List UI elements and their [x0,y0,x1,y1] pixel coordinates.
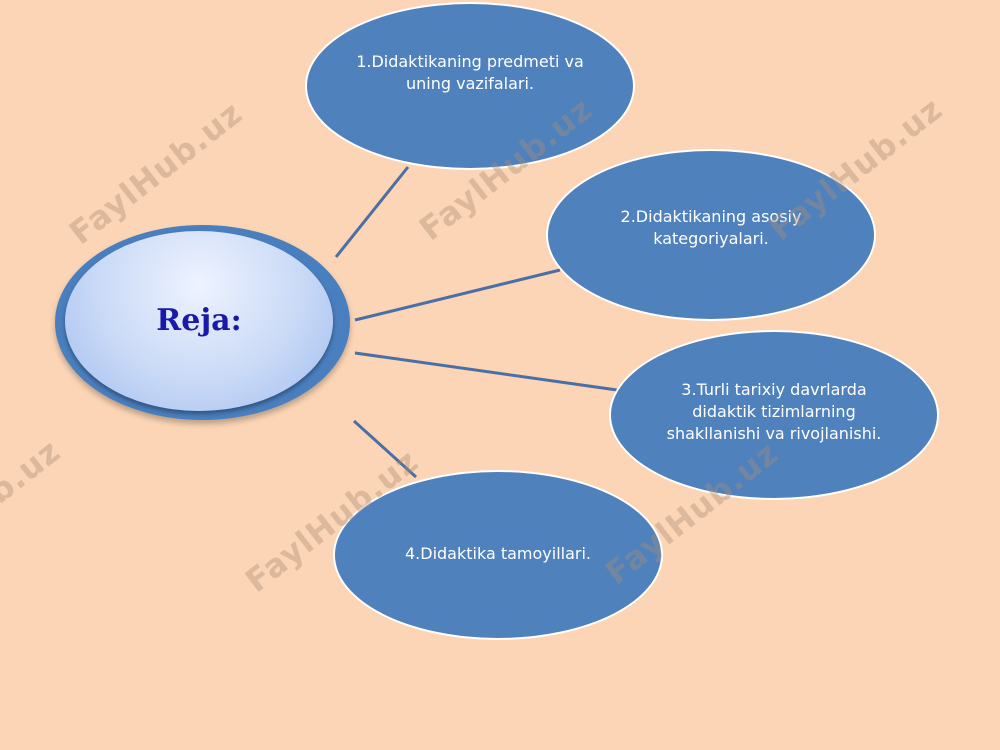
topic-node-1: 1.Didaktikaning predmeti va uning vazifa… [305,2,635,170]
topic-label-3: 3.Turli tarixiy davrlarda didaktik tizim… [666,380,882,443]
center-node-inner: Reja: [65,231,333,411]
connector-3 [354,351,618,392]
connector-4 [352,419,418,479]
center-label: Reja: [156,303,242,338]
topic-node-3: 3.Turli tarixiy davrlarda didaktik tizim… [609,330,939,500]
topic-node-4: 4.Didaktika tamoyillari. [333,470,663,640]
center-node: Reja: [55,225,350,420]
topic-label-4: 4.Didaktika tamoyillari. [404,544,592,563]
topic-node-2: 2.Didaktikaning asosiy kategoriyalari. [546,149,876,321]
connector-1 [334,166,410,258]
connector-2 [354,268,561,322]
topic-label-2: 2.Didaktikaning asosiy kategoriyalari. [620,207,802,248]
topic-label-1: 1.Didaktikaning predmeti va uning vazifa… [356,52,584,93]
